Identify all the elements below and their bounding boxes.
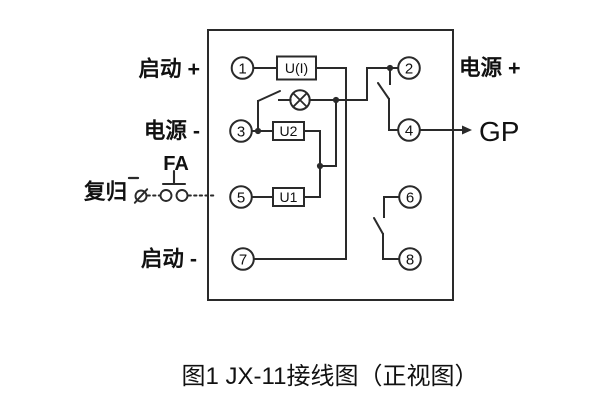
- label-start-plus: 启动 +: [138, 56, 200, 81]
- terminal-8-circle: [398, 247, 422, 271]
- terminal-6-number: 6: [406, 189, 414, 206]
- switch-blade: [373, 217, 384, 235]
- wire: [383, 196, 400, 218]
- block-ui: [276, 55, 317, 81]
- junction-dot: [254, 127, 262, 135]
- terminal-4-circle: [397, 118, 421, 142]
- block-labels: U(I) U2 U1: [280, 60, 309, 205]
- label-reset: 复归: [83, 179, 127, 204]
- block-u2-label: U2: [280, 123, 298, 139]
- wire: [382, 233, 400, 260]
- label-fa: FA: [163, 153, 189, 175]
- wire: [308, 67, 399, 101]
- linework: [207, 29, 464, 301]
- terminal-5-number: 5: [237, 189, 245, 206]
- pushbutton-icon: [161, 169, 187, 186]
- wire: [319, 99, 337, 167]
- terminal-7-circle: [231, 247, 255, 271]
- contact-switch-2-4: [377, 67, 399, 131]
- block-u2: [272, 121, 305, 141]
- label-gp: GP: [479, 116, 519, 147]
- indicator-lamp-icon: [289, 89, 311, 111]
- figure-caption: 图1 JX-11接线图（正视图）: [182, 363, 479, 390]
- contact-switch-6-8: [373, 196, 400, 260]
- terminal-1-number: 1: [238, 60, 246, 77]
- wire: [253, 67, 347, 260]
- junction-dots: [254, 64, 394, 170]
- terminal-2-circle: [397, 56, 421, 80]
- terminal-6-circle: [398, 185, 422, 209]
- block-u1: [272, 187, 305, 207]
- reset-button-assembly: [127, 169, 217, 204]
- label-power-minus: 电源 -: [144, 119, 200, 143]
- switch-blade: [257, 90, 281, 102]
- label-power-plus: 电源 +: [459, 56, 521, 80]
- junction-dot: [316, 162, 324, 170]
- wire: [388, 98, 399, 131]
- terminal-2-number: 2: [405, 60, 413, 77]
- contact-point: [175, 189, 189, 202]
- block-u1-label: U1: [280, 189, 298, 205]
- terminal-4-number: 4: [405, 122, 413, 139]
- terminal-5-circle: [229, 185, 253, 209]
- label-start-minus: 启动 -: [141, 246, 197, 271]
- wire: [303, 130, 321, 198]
- terminal-7-number: 7: [239, 251, 247, 268]
- relay-outline: [207, 29, 454, 301]
- switch-blade: [377, 82, 390, 100]
- reset-terminal-icon: [133, 188, 149, 204]
- terminal-3-circle: [229, 119, 253, 143]
- terminal-8-number: 8: [406, 251, 414, 268]
- junction-dot: [386, 64, 394, 72]
- terminals: [229, 56, 422, 271]
- terminal-numbers: 1 2 3 4 5 6 7 8: [237, 60, 414, 268]
- terminal-3-number: 3: [237, 123, 245, 140]
- gp-arrowhead: [462, 125, 472, 135]
- lamp-switch: [257, 90, 292, 132]
- junction-dot: [332, 96, 340, 104]
- block-ui-label: U(I): [285, 60, 308, 76]
- contact-point: [159, 189, 173, 202]
- terminal-1-circle: [230, 56, 255, 80]
